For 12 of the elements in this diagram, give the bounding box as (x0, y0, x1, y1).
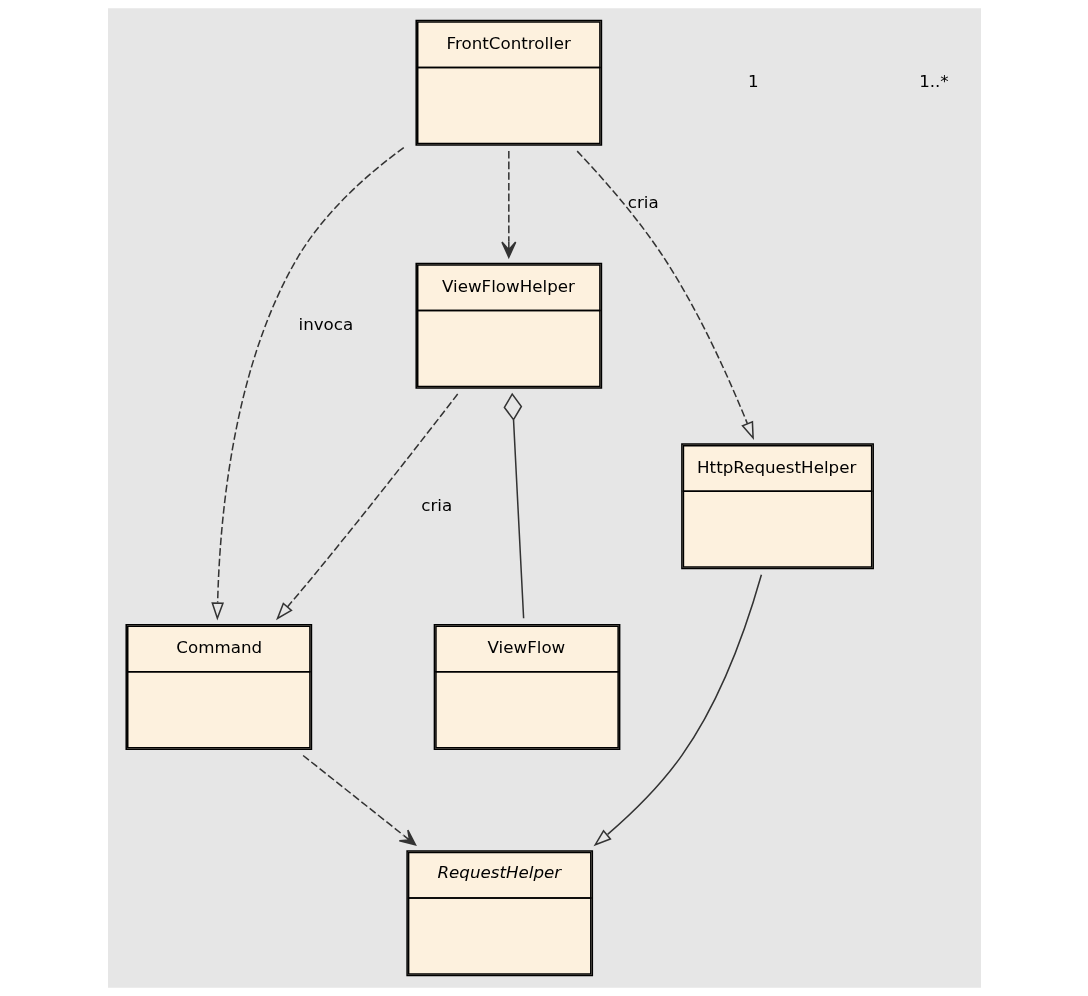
edge-label: cria (627, 192, 659, 213)
arrow (301, 754, 416, 846)
arrow (210, 146, 404, 621)
edge-label: invoca (298, 313, 353, 334)
edge-label: cria (420, 494, 452, 515)
label: 1 (747, 71, 759, 92)
arrow (575, 150, 754, 441)
arrow (275, 393, 458, 621)
label: 1..* (918, 71, 949, 92)
arrow (593, 573, 762, 847)
connector (502, 392, 524, 619)
arrow (500, 150, 516, 259)
